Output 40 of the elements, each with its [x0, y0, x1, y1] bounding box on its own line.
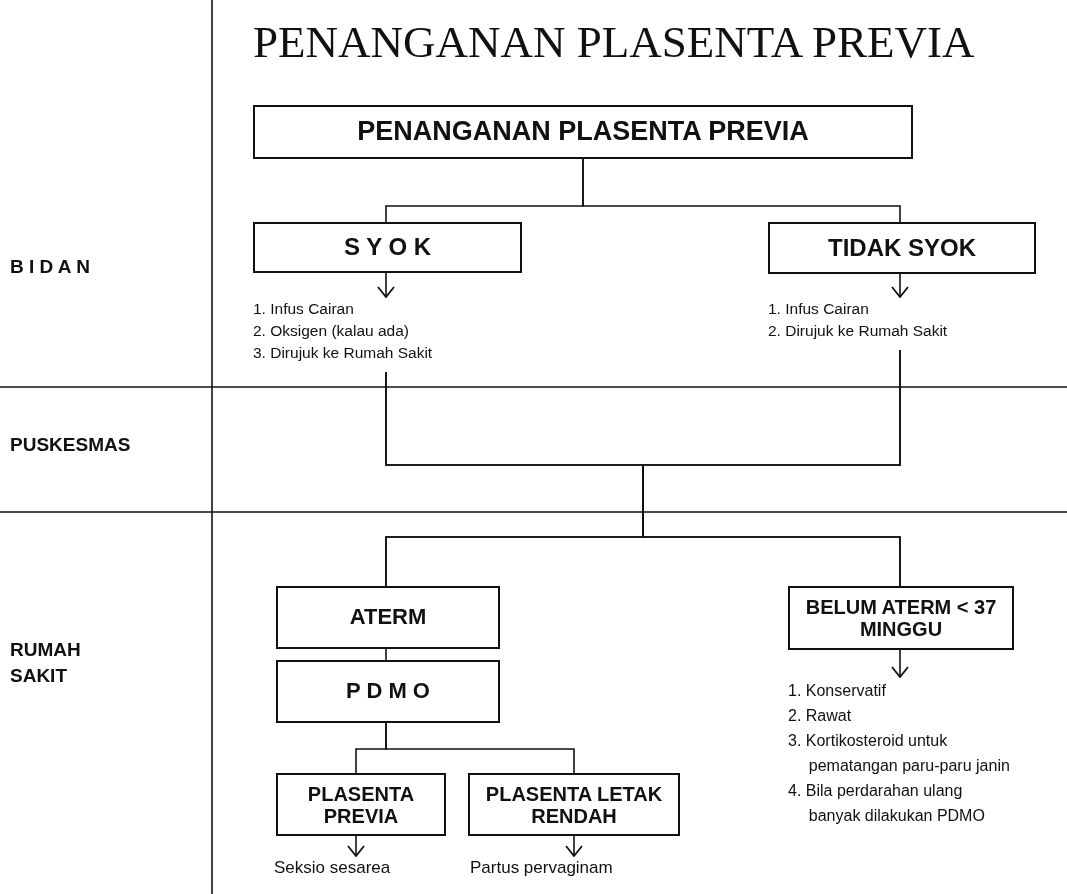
list-item: 3. Dirujuk ke Rumah Sakit: [253, 343, 433, 363]
connector-line: [642, 349, 901, 587]
process-box: [468, 773, 680, 836]
lane-label: B I D A N: [10, 255, 91, 279]
lane-label: RUMAH SAKIT: [10, 638, 82, 688]
connector-line: [582, 158, 901, 223]
list-item: 1. Konservatif: [788, 681, 887, 701]
outcome-text: Seksio sesarea: [274, 857, 391, 879]
box-label: ATERM: [348, 605, 428, 630]
list-item: 1. Infus Cairan: [768, 299, 869, 319]
arrow: [891, 649, 909, 678]
list-item: 4. Bila perdarahan ulang banyak dilakukan PDMO: [788, 781, 986, 826]
process-box: [276, 586, 500, 649]
box-label: S Y O K: [342, 234, 433, 261]
list-item: 2. Dirujuk ke Rumah Sakit: [768, 321, 948, 341]
arrow: [347, 835, 365, 857]
list-item: 2. Oksigen (kalau ada): [253, 321, 409, 341]
box-label: PENANGANAN PLASENTA PREVIA: [356, 117, 810, 147]
lane-label: PUSKESMAS: [10, 433, 132, 457]
arrow: [377, 272, 395, 298]
list-item: 3. Kortikosteroid untuk pematangan paru-paru janin: [788, 731, 1010, 776]
box-label: PLASENTA PREVIA: [306, 782, 416, 827]
process-box: [768, 222, 1036, 274]
process-box: [253, 105, 913, 159]
list-item: 1. Infus Cairan: [253, 299, 354, 319]
box-label: PLASENTA LETAK RENDAH: [484, 782, 664, 827]
process-box: [276, 773, 446, 836]
arrow: [565, 835, 583, 857]
box-label: BELUM ATERM < 37 MINGGU: [804, 596, 998, 640]
list-item: 2. Rawat: [788, 706, 853, 726]
connector-line: [385, 648, 387, 661]
process-box: [253, 222, 522, 273]
outcome-text: Partus pervaginam: [470, 857, 613, 879]
box-label: P D M O: [345, 679, 431, 704]
title: PENANGANAN PLASENTA PREVIA: [253, 16, 975, 68]
arrow: [891, 273, 909, 298]
box-label: TIDAK SYOK: [827, 234, 977, 262]
process-box: [788, 586, 1014, 650]
connector-line: [385, 722, 575, 774]
process-box: [276, 660, 500, 723]
